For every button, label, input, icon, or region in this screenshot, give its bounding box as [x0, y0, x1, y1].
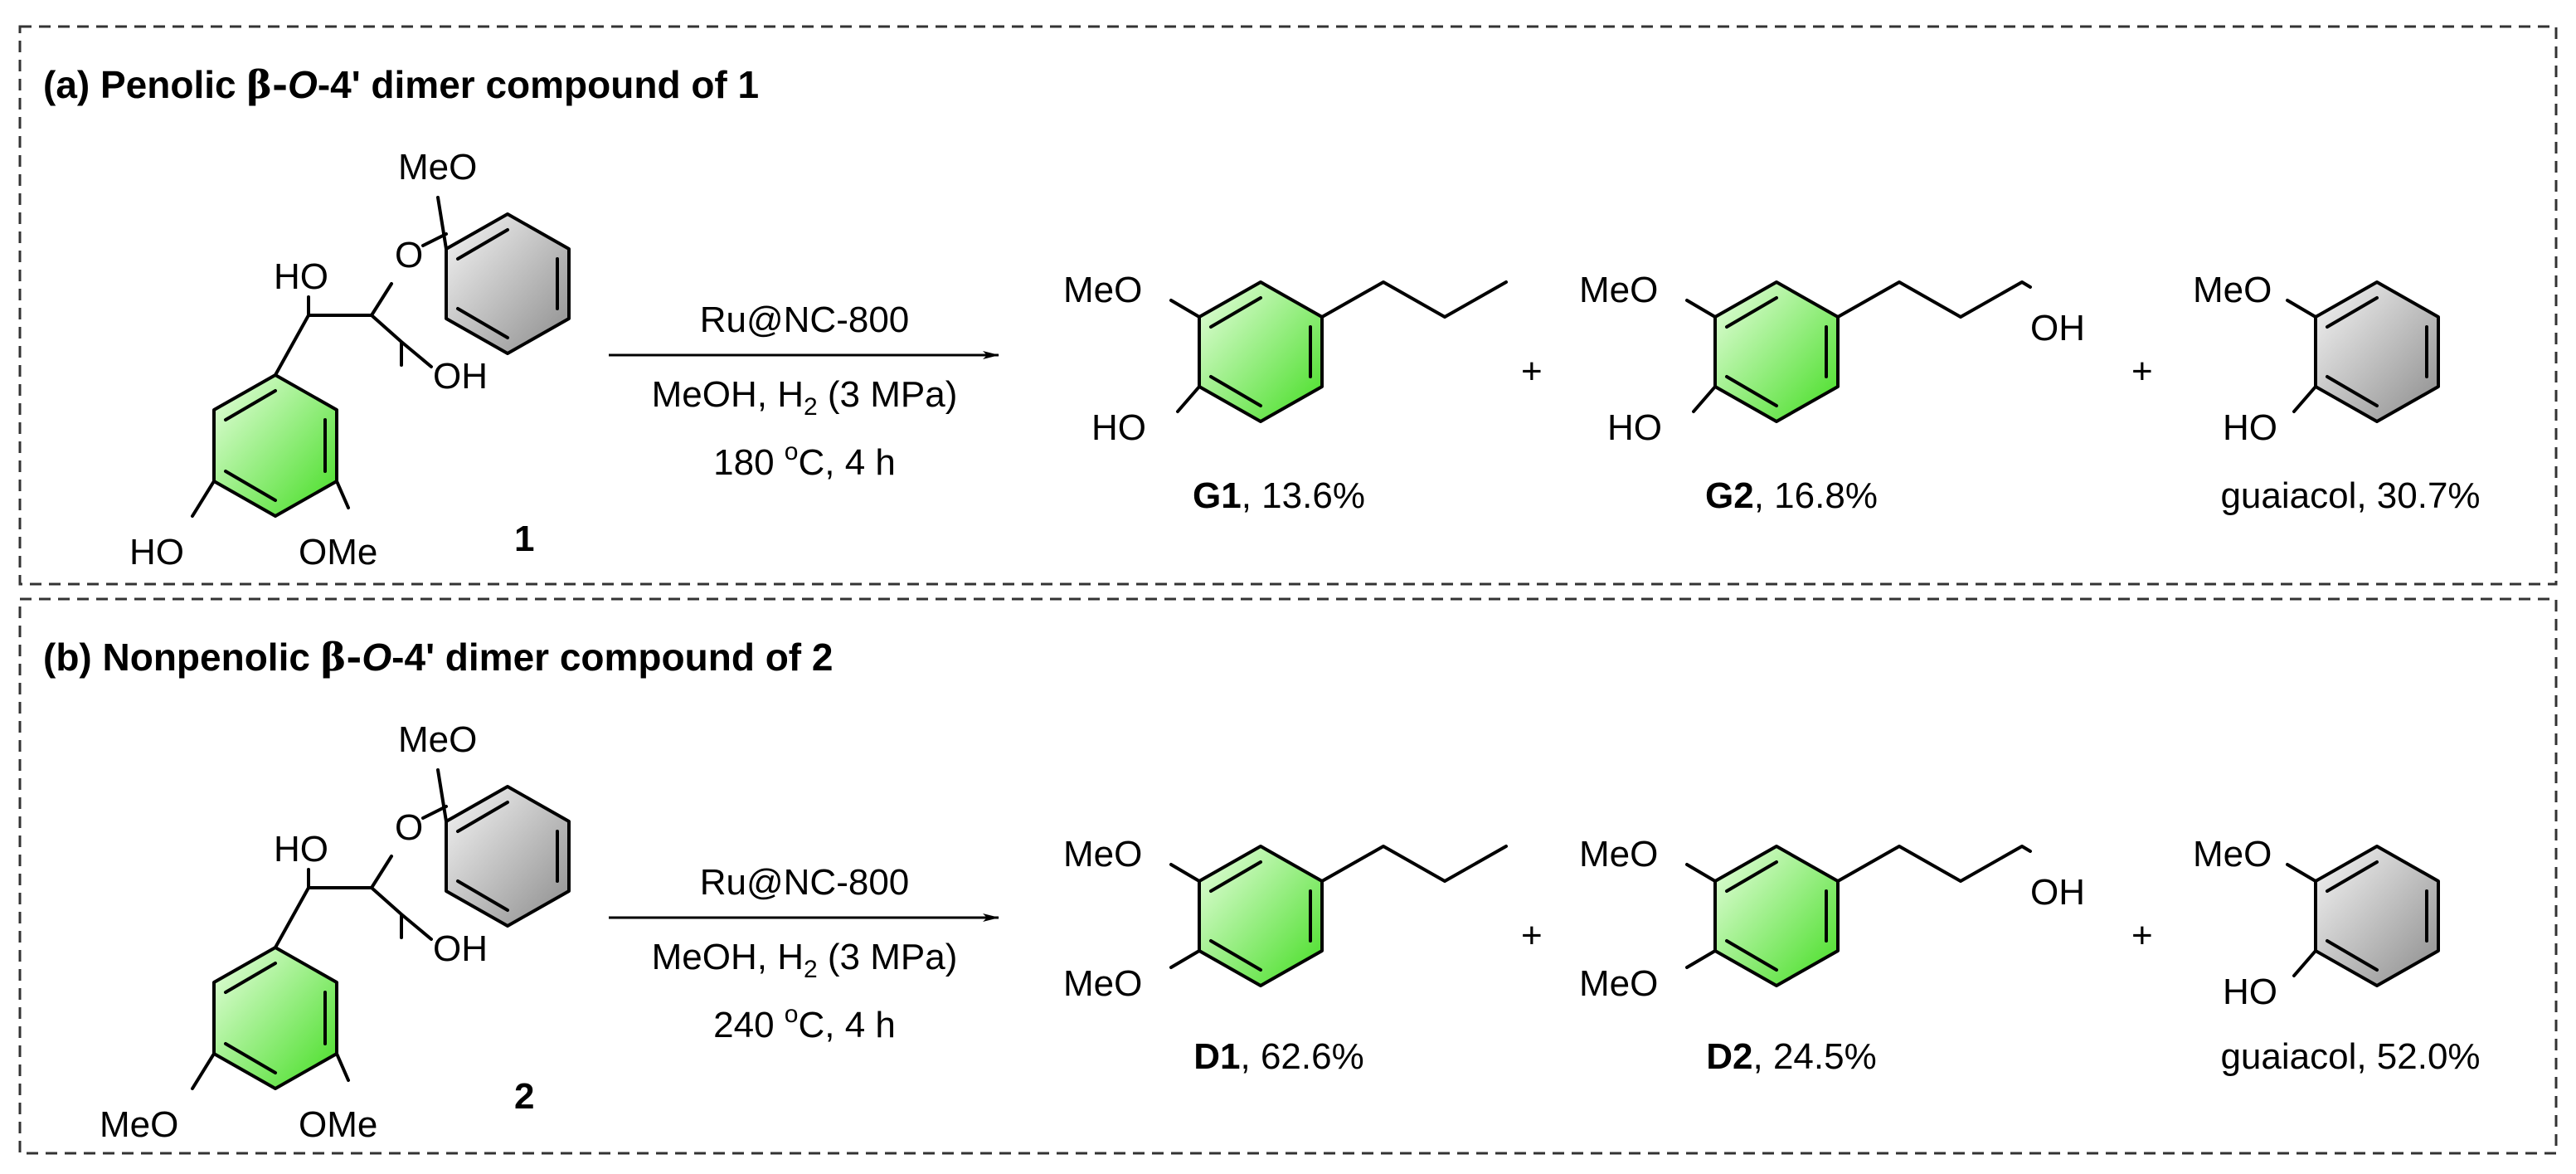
- conditions-b: Ru@NC-800 MeOH, H2 (3 MPa) 240 oC, 4 h: [609, 862, 999, 1045]
- product-g1-caption: G1, 13.6%: [1193, 475, 1365, 516]
- panel-a-title: (a) Penolic β-O-4' dimer compound of 1: [43, 62, 759, 107]
- product-d1-meo-bottom-label: MeO: [1063, 963, 1142, 1004]
- product-d1-ring: [1199, 846, 1322, 986]
- panel-b-title: (b) Nonpenolic β-O-4' dimer compound of …: [43, 635, 833, 680]
- product-d2-meo-top-label: MeO: [1579, 834, 1658, 874]
- reactant-2-meo-ring-label: MeO: [100, 1104, 178, 1145]
- guaiacol-a-ring: [2316, 282, 2438, 421]
- reactant-2-ome-label: OMe: [299, 1104, 377, 1145]
- reactant-1: HO O OH MeO HO OMe 1: [129, 147, 571, 572]
- reactant-2-ether-o-label: O: [395, 807, 423, 848]
- product-d1: MeO MeO D1, 62.6%: [1063, 834, 1508, 1077]
- reactant-2-aryl-ring: [214, 947, 337, 1089]
- solvent-label-b: MeOH, H2 (3 MPa): [652, 937, 958, 983]
- product-d2-bonds: [1685, 845, 2032, 972]
- product-d2-oh-label: OH: [2030, 872, 2085, 913]
- reactant-1-bonds: [191, 232, 448, 518]
- plus-sign-a1: +: [1521, 351, 1543, 392]
- product-d1-caption: D1, 62.6%: [1193, 1036, 1363, 1077]
- reactant-1-oh-label: OH: [433, 356, 488, 397]
- product-g2-ring: [1715, 282, 1838, 421]
- reactant-2-ho-label: HO: [274, 829, 328, 870]
- product-d2-caption: D2, 24.5%: [1706, 1036, 1876, 1077]
- reactant-1-ome-label: OMe: [299, 532, 377, 572]
- product-d2-meo-bottom-label: MeO: [1579, 963, 1658, 1004]
- reactant-2-oh-label: OH: [433, 928, 488, 969]
- plus-sign-a2: +: [2131, 351, 2153, 392]
- guaiacol-a-ho-label: HO: [2223, 407, 2277, 448]
- product-g2-bonds: [1685, 280, 2032, 413]
- product-d1-meo-top-label: MeO: [1063, 834, 1142, 874]
- reactant-2-aryl-ring-bonds: [212, 946, 338, 1090]
- panel-b: (b) Nonpenolic β-O-4' dimer compound of …: [18, 597, 2558, 1155]
- product-d2-ring: [1715, 846, 1838, 986]
- reactant-2-guaiacyl-ring: [446, 787, 569, 926]
- reactant-1-aryl-ring-double-bonds: [224, 389, 327, 502]
- reactant-2-bonds: [191, 805, 448, 1090]
- product-g1: MeO HO G1, 13.6%: [1063, 270, 1508, 516]
- reactant-1-aryl-ring-bonds: [212, 373, 338, 518]
- plus-sign-b1: +: [1521, 915, 1543, 956]
- product-g2: MeO HO OH G2, 16.8%: [1579, 270, 2085, 516]
- product-g1-bonds: [1169, 280, 1508, 413]
- product-g2-caption: G2, 16.8%: [1705, 475, 1878, 516]
- product-d1-bonds: [1169, 845, 1508, 972]
- reactant-2-guaiacyl-double-bonds: [436, 768, 559, 912]
- reactant-2-number: 2: [514, 1076, 534, 1117]
- guaiacol-a-meo-label: MeO: [2193, 270, 2272, 310]
- reactant-1-guaiacyl-double-bonds: [436, 196, 559, 339]
- solvent-label-a: MeOH, H2 (3 MPa): [652, 374, 958, 421]
- product-d2: MeO MeO OH D2, 24.5%: [1579, 834, 2085, 1077]
- product-g1-ring: [1199, 282, 1322, 421]
- reactant-1-ho-ring-label: HO: [129, 532, 184, 572]
- reactant-1-meo-label: MeO: [398, 147, 477, 188]
- product-g1-meo-label: MeO: [1063, 270, 1142, 310]
- guaiacol-a-bonds: [2286, 296, 2428, 413]
- product-guaiacol-b: MeO HO guaiacol, 52.0%: [2193, 834, 2481, 1077]
- guaiacol-a-caption: guaiacol, 30.7%: [2220, 475, 2480, 516]
- guaiacol-b-ring: [2316, 846, 2438, 986]
- temperature-label-b: 240 oC, 4 h: [713, 1001, 896, 1045]
- product-g2-ho-label: HO: [1607, 407, 1662, 448]
- conditions-a: Ru@NC-800 MeOH, H2 (3 MPa) 180 oC, 4 h: [609, 300, 999, 483]
- reactant-2-aryl-ring-double-bonds: [224, 962, 327, 1074]
- catalyst-label-a: Ru@NC-800: [700, 300, 910, 340]
- reactant-1-ho-label: HO: [274, 256, 328, 297]
- guaiacol-b-caption: guaiacol, 52.0%: [2220, 1036, 2480, 1077]
- product-g2-meo-label: MeO: [1579, 270, 1658, 310]
- guaiacol-b-bonds: [2286, 860, 2428, 977]
- temperature-label-a: 180 oC, 4 h: [713, 438, 896, 483]
- reactant-1-number: 1: [514, 519, 534, 559]
- reactant-1-ether-o-label: O: [395, 235, 423, 275]
- plus-sign-b2: +: [2131, 915, 2153, 956]
- guaiacol-b-meo-label: MeO: [2193, 834, 2272, 874]
- panel-b-border: [18, 597, 2558, 1155]
- product-guaiacol-a: MeO HO guaiacol, 30.7%: [2193, 270, 2481, 516]
- catalyst-label-b: Ru@NC-800: [700, 862, 910, 903]
- reactant-2-meo-label: MeO: [398, 719, 477, 760]
- reactant-2: HO O OH MeO MeO OMe 2: [100, 719, 571, 1145]
- guaiacol-b-ho-label: HO: [2223, 972, 2277, 1012]
- product-g2-oh-label: OH: [2030, 308, 2085, 348]
- product-g1-ho-label: HO: [1091, 407, 1146, 448]
- reactant-1-guaiacyl-ring: [446, 214, 569, 353]
- panel-a: (a) Penolic β-O-4' dimer compound of 1 H…: [18, 25, 2558, 586]
- panel-a-border: [18, 25, 2558, 586]
- reactant-1-aryl-ring: [214, 375, 337, 516]
